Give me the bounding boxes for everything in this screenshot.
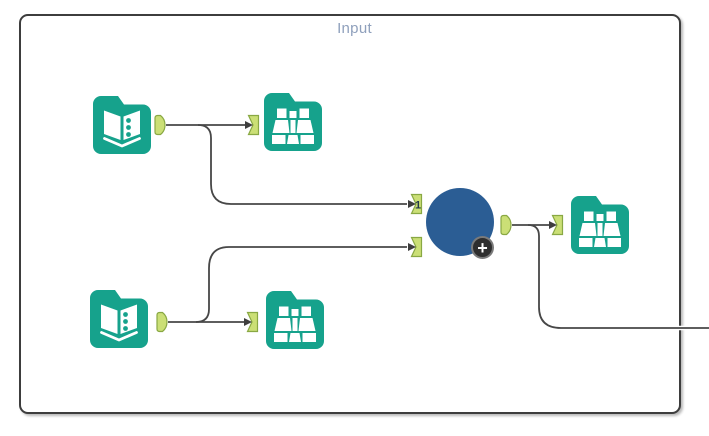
input-data-icon: [90, 290, 148, 348]
input-anchor-browse1[interactable]: [247, 114, 260, 136]
input-anchor-macro-bottom[interactable]: [410, 236, 423, 258]
node-input-data-1[interactable]: [92, 95, 152, 155]
browse-icon: [266, 291, 324, 349]
output-anchor-input1[interactable]: [153, 114, 166, 136]
input-anchor-browse3[interactable]: [551, 214, 564, 236]
connection-input1-macro-top[interactable]: [197, 124, 407, 205]
tool-container-label: Input: [337, 20, 372, 37]
node-browse-3[interactable]: [570, 195, 630, 255]
browse-icon: [264, 93, 322, 151]
input-data-icon: [93, 96, 151, 154]
input-anchor-browse2[interactable]: [246, 311, 259, 333]
output-anchor-macro[interactable]: [499, 214, 512, 236]
connection-input2-macro-bottom[interactable]: [195, 246, 407, 323]
node-browse-1[interactable]: [263, 92, 323, 152]
input-anchor-macro-top[interactable]: 1: [410, 193, 423, 215]
macro-input-anchor-glyph: 1: [415, 200, 421, 212]
node-browse-2[interactable]: [265, 290, 325, 350]
plus-badge-icon: +: [471, 236, 494, 259]
output-anchor-input2[interactable]: [155, 311, 168, 333]
browse-icon: [571, 196, 629, 254]
connection-macro-offcanvas[interactable]: [527, 224, 709, 329]
node-input-data-2[interactable]: [89, 289, 149, 349]
